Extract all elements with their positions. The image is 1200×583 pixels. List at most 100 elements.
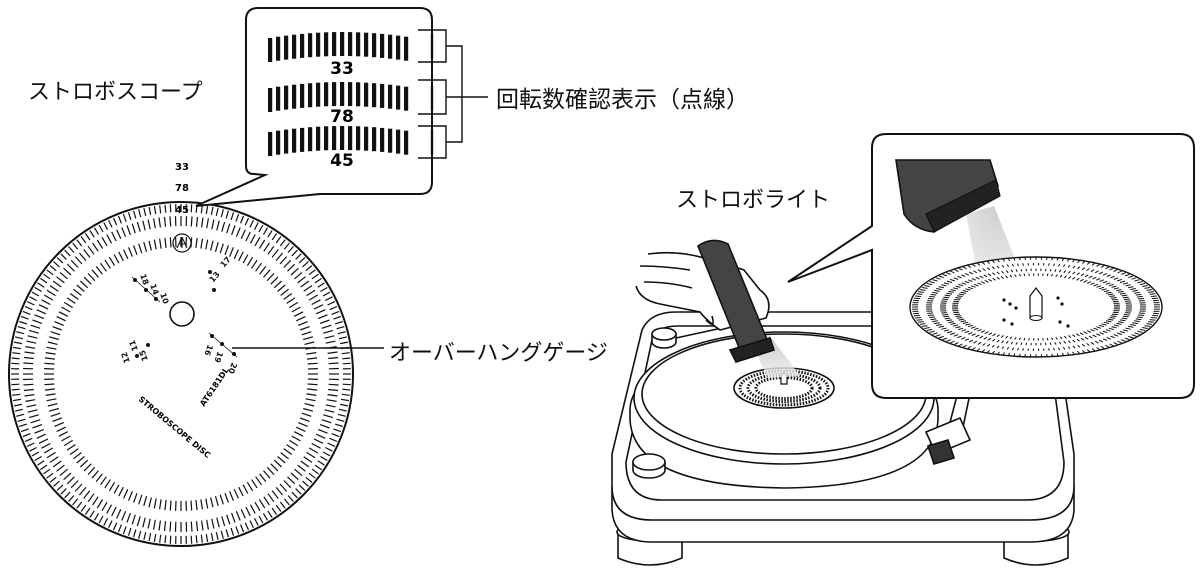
- strobe-tick: [40, 464, 48, 471]
- strobe-tick: [319, 424, 330, 429]
- strobe-tick: [973, 327, 979, 331]
- strobe-tick: [1066, 258, 1070, 262]
- strobe-tick: [915, 317, 922, 319]
- strobe-tick: [195, 237, 198, 248]
- strobe-tick: [1044, 268, 1047, 272]
- strobe-tick: [1105, 266, 1110, 270]
- strobe-tick: [87, 493, 95, 503]
- strobe-tick: [1135, 318, 1142, 321]
- strobe-tick: [1124, 337, 1130, 341]
- strobe-tick: [973, 340, 978, 344]
- strobe-bar: [332, 126, 337, 151]
- strobe-tick: [249, 219, 254, 228]
- strobe-tick: [76, 501, 83, 509]
- strobe-tick: [263, 269, 271, 278]
- strobe-tick: [201, 520, 204, 531]
- strobe-tick: [298, 321, 308, 326]
- strobe-tick: [1110, 335, 1115, 339]
- strobe-tick: [948, 290, 954, 293]
- strobe-tick: [1005, 275, 1009, 279]
- strobe-tick: [108, 219, 113, 228]
- strobe-tick: [1108, 327, 1114, 331]
- strobe-tick: [1072, 345, 1076, 349]
- strobe-tick: [967, 279, 973, 282]
- strobe-tick: [955, 297, 962, 299]
- strobe-tick: [159, 238, 162, 249]
- strobe-tick: [1123, 314, 1130, 316]
- strobe-tick: [190, 535, 193, 544]
- strobe-tick: [13, 341, 23, 345]
- strobe-tick: [325, 446, 333, 452]
- strobe-bar: [316, 82, 321, 107]
- strobe-tick: [246, 481, 254, 492]
- strobe-tick: [271, 249, 279, 258]
- strobe-tick: [1020, 342, 1023, 346]
- strobe-tick: [1027, 262, 1029, 266]
- strobe-tick: [1025, 268, 1028, 272]
- strobe-tick: [1011, 347, 1015, 351]
- strobe-tick: [1028, 337, 1030, 341]
- strobe-tick: [58, 431, 69, 437]
- strobe-tick: [315, 433, 326, 439]
- strobe-tick: [159, 534, 162, 543]
- strobe-tick: [322, 451, 331, 457]
- strobe-tick: [1146, 323, 1153, 325]
- strobe-tick: [89, 230, 95, 238]
- strobe-tick: [308, 447, 319, 454]
- strobe-tick: [16, 413, 25, 417]
- strobe-tick: [147, 219, 151, 230]
- strobe-tick: [277, 456, 286, 464]
- strobe-tick: [1138, 298, 1145, 300]
- strobe-tick: [938, 335, 944, 339]
- strobe-tick: [64, 491, 71, 499]
- strobe-tick: [279, 256, 288, 265]
- strobe-tick: [1113, 269, 1118, 272]
- strobe-tick: [1080, 273, 1085, 277]
- strobe-tick: [283, 498, 290, 506]
- strobe-tick: [1113, 324, 1120, 327]
- strobe-tick: [104, 259, 111, 269]
- strobe-tick: [997, 259, 1000, 263]
- strobe-tick: [313, 438, 324, 444]
- strobe-tick: [17, 418, 26, 422]
- strobe-tick: [1096, 285, 1102, 288]
- strobe-tick: [921, 287, 928, 289]
- strobe-tick: [244, 522, 250, 531]
- strobe-tick: [1116, 332, 1122, 336]
- strobe-tick: [1096, 278, 1101, 281]
- strobe-tick: [1109, 295, 1116, 297]
- strobe-tick: [221, 221, 226, 232]
- strobe-tick: [1079, 332, 1084, 336]
- strobe-tick: [136, 516, 141, 527]
- strobe-tick: [190, 216, 193, 227]
- strobe-tick: [334, 320, 343, 325]
- strobe-tick: [201, 217, 204, 228]
- strobe-tick: [1054, 269, 1057, 273]
- strobe-tick: [1094, 270, 1099, 274]
- strobe-tick: [200, 499, 203, 510]
- strobe-tick: [1044, 342, 1047, 346]
- strobe-tick: [341, 393, 350, 396]
- strobe-tick: [950, 332, 956, 336]
- strobe-tick: [941, 284, 947, 287]
- strobe-bar: [404, 86, 409, 111]
- strobe-tick: [267, 510, 273, 518]
- strobe-tick: [210, 497, 214, 508]
- strobe-tick: [1110, 275, 1115, 279]
- strobe-tick: [964, 338, 970, 342]
- strobe-tick: [301, 412, 312, 417]
- strobe-tick: [240, 508, 246, 519]
- strobe-tick: [27, 409, 38, 413]
- strobe-tick: [1152, 297, 1159, 300]
- strobe-tick: [306, 451, 316, 459]
- strobe-tick: [101, 501, 108, 512]
- strobe-tick: [153, 218, 156, 229]
- strobe-tick: [1135, 293, 1142, 296]
- strobe-tick: [935, 277, 941, 280]
- strobe-tick: [245, 506, 251, 517]
- strobe-tick: [313, 304, 324, 310]
- strobe-tick: [986, 267, 991, 271]
- strobe-tick: [211, 219, 215, 230]
- stroboscope-disc: 33 78 45 18 14 10 17 13: [8, 162, 354, 547]
- strobe-tick: [1014, 336, 1017, 340]
